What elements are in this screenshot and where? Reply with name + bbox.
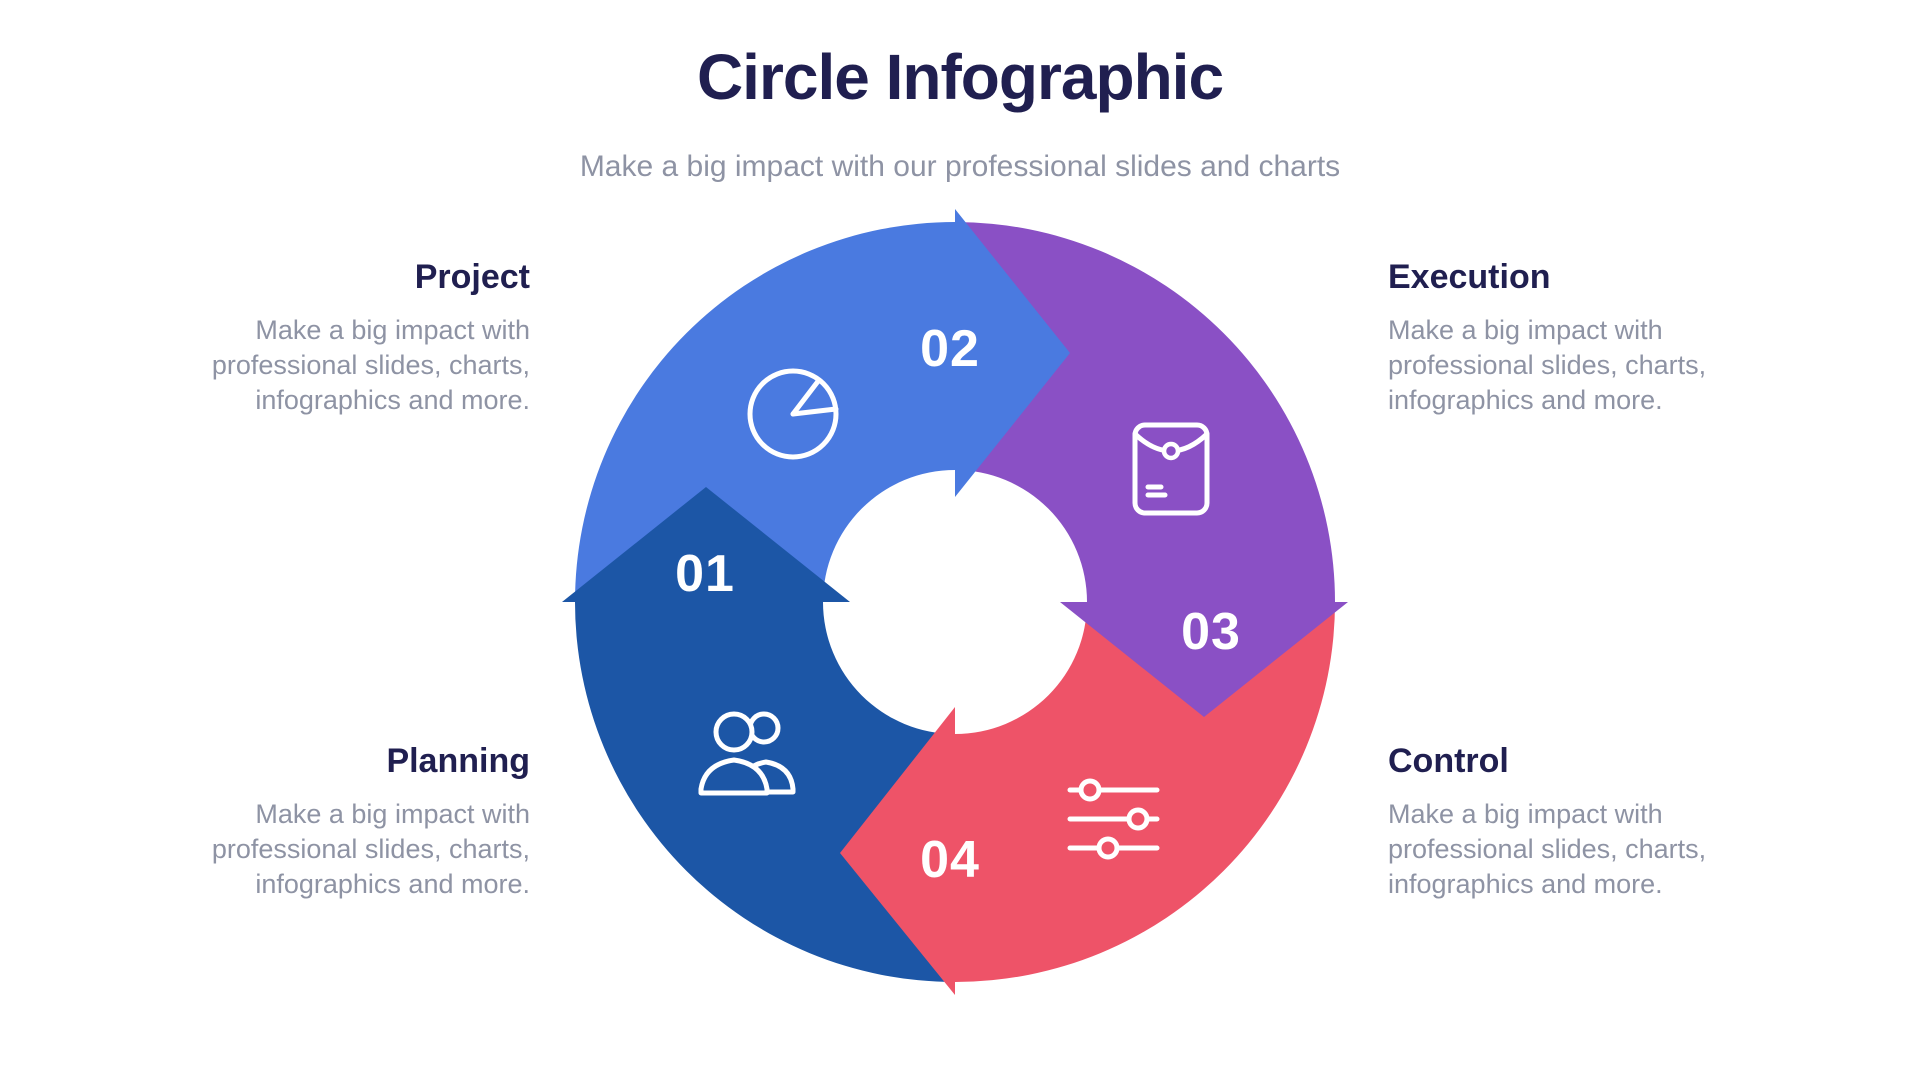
segment-02-number: 02	[920, 320, 980, 378]
label-block-project: Project Make a big impact with professio…	[130, 258, 530, 418]
segment-03-arrowhead-icon	[1060, 602, 1348, 717]
segment-03-number: 03	[1181, 603, 1241, 661]
label-description-planning: Make a big impact with professional slid…	[211, 799, 530, 900]
segment-02-body	[575, 222, 955, 602]
page-subtitle: Make a big impact with our professional …	[579, 150, 1341, 183]
segment-01-arrowhead-icon	[562, 487, 850, 602]
segment-04-arrowhead-icon	[840, 707, 955, 995]
cycle-wheel: 01 02 03 04	[562, 209, 1348, 995]
segment-01-number: 01	[675, 545, 735, 603]
people-group-icon	[698, 711, 796, 796]
label-description-project: Make a big impact with professional slid…	[211, 315, 530, 416]
envelope-icon	[1132, 422, 1210, 516]
sliders-icon	[1067, 778, 1160, 860]
label-block-execution: Execution Make a big impact with profess…	[1388, 258, 1788, 418]
segment-03-body	[955, 222, 1335, 602]
label-title-control: Control	[1388, 742, 1509, 780]
segment-02-arrowhead-icon	[955, 209, 1070, 497]
label-description-control: Make a big impact with professional slid…	[1388, 799, 1707, 900]
label-title-project: Project	[414, 258, 530, 296]
page-title: Circle Infographic	[696, 41, 1224, 113]
label-description-execution: Make a big impact with professional slid…	[1388, 315, 1707, 416]
label-title-planning: Planning	[386, 742, 530, 780]
pie-chart-icon	[747, 368, 839, 460]
label-block-control: Control Make a big impact with professio…	[1388, 742, 1788, 902]
label-title-execution: Execution	[1388, 258, 1551, 296]
segment-04-number: 04	[920, 831, 980, 889]
label-block-planning: Planning Make a big impact with professi…	[130, 742, 530, 902]
